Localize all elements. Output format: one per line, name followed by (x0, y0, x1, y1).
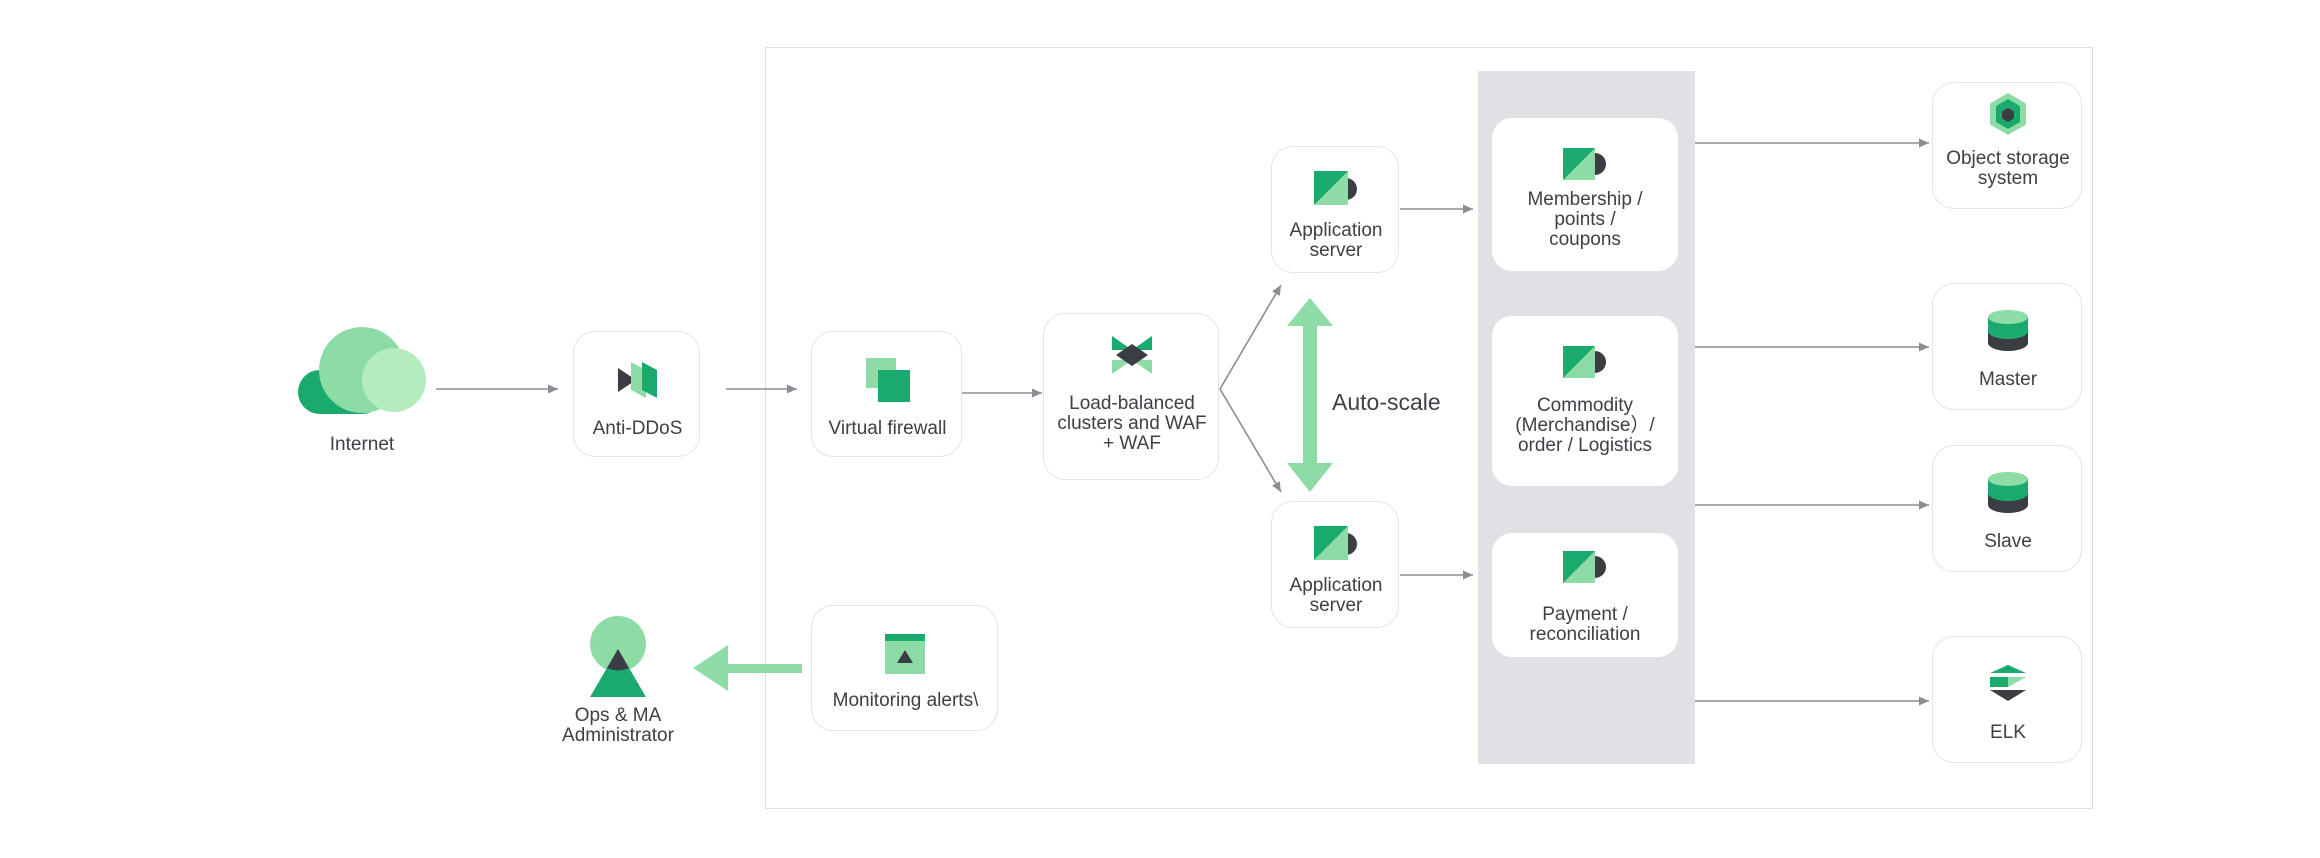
ops-admin-label: Ops & MA Administrator (562, 705, 674, 746)
server-icon (1314, 171, 1357, 205)
virtual-firewall-label: Virtual firewall (828, 418, 947, 439)
shield-split-icon (618, 362, 657, 398)
payment-service-card[interactable]: Payment / reconciliation (1492, 533, 1678, 657)
database-icon (1988, 310, 2028, 351)
elk-node[interactable]: ELK (1932, 636, 2082, 763)
load-balancer-icon (1112, 336, 1152, 374)
monitor-alert-icon (885, 634, 925, 674)
monitoring-alerts-node[interactable]: Monitoring alerts\ (811, 605, 998, 731)
anti-ddos-node[interactable]: Anti-DDoS (573, 331, 700, 457)
commodity-label: Commodity (Merchandise）/ order / Logisti… (1515, 395, 1655, 456)
arrow-lb-appserver-top (1219, 284, 1282, 390)
elk-icon (1990, 665, 2026, 701)
autoscale-arrow (1287, 298, 1333, 492)
master-db-node[interactable]: Master (1932, 283, 2082, 410)
service-icon (1563, 148, 1606, 180)
internet-label: Internet (329, 434, 395, 455)
application-server-bottom-label: Application server (1289, 575, 1383, 616)
membership-service-card[interactable]: Membership / points / coupons (1492, 118, 1678, 271)
slave-db-node[interactable]: Slave (1932, 445, 2082, 572)
application-server-top-label: Application server (1289, 220, 1383, 261)
admin-user-icon (590, 616, 646, 697)
server-icon (1314, 526, 1357, 560)
master-label: Master (1978, 369, 2038, 390)
autoscale-label: Auto-scale (1332, 389, 1441, 415)
object-storage-label: Object storage system (1946, 148, 2070, 189)
service-icon (1563, 346, 1606, 378)
payment-label: Payment / reconciliation (1529, 604, 1641, 645)
internet-node (296, 326, 428, 416)
firewall-icon (866, 358, 910, 402)
monitoring-label: Monitoring alerts\ (832, 690, 979, 711)
load-balancer-label: Load-balanced clusters and WAF + WAF (1057, 393, 1207, 454)
slave-label: Slave (1984, 531, 2032, 552)
cloud-icon (298, 327, 426, 414)
database-icon (1988, 472, 2028, 513)
application-server-bottom-node[interactable]: Application server (1271, 501, 1399, 628)
elk-label: ELK (1990, 722, 2026, 743)
membership-label: Membership / points / coupons (1527, 189, 1643, 250)
hexagon-storage-icon (1990, 93, 2026, 135)
service-icon (1563, 551, 1606, 583)
ops-admin-node (586, 615, 650, 699)
arrow-lb-appserver-bottom (1219, 388, 1282, 493)
object-storage-node[interactable]: Object storage system (1932, 82, 2082, 209)
monitoring-to-admin-arrow (693, 645, 802, 691)
virtual-firewall-node[interactable]: Virtual firewall (811, 331, 962, 457)
vpc-boundary (765, 47, 2093, 809)
load-balancer-node[interactable]: Load-balanced clusters and WAF + WAF (1043, 313, 1219, 480)
anti-ddos-label: Anti-DDoS (592, 418, 683, 439)
commodity-service-card[interactable]: Commodity (Merchandise）/ order / Logisti… (1492, 316, 1678, 486)
application-server-top-node[interactable]: Application server (1271, 146, 1399, 273)
